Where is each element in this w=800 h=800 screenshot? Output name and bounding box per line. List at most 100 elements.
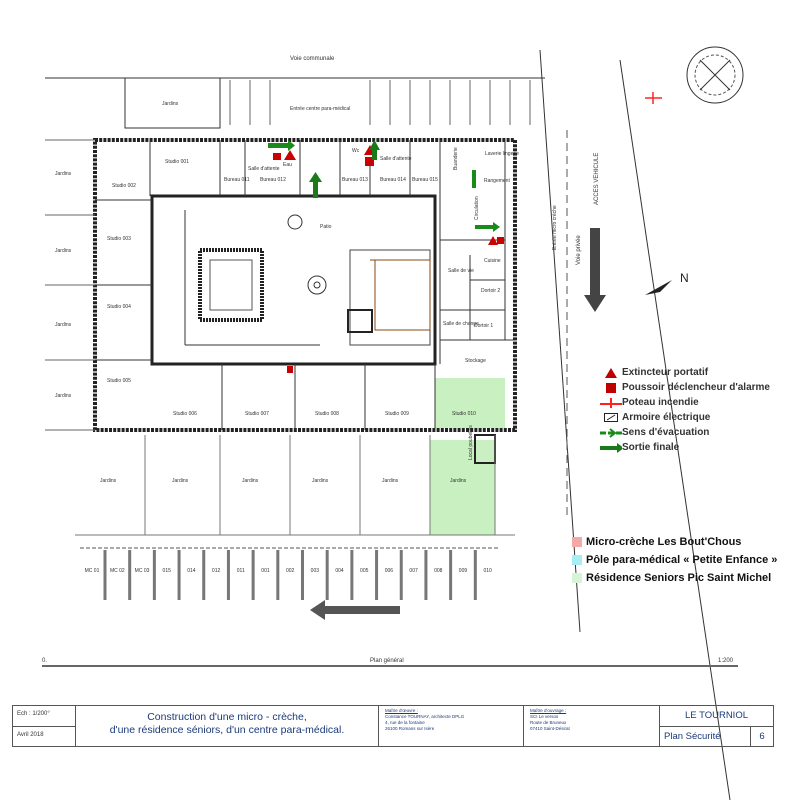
tree-icon bbox=[686, 46, 744, 104]
alarm-button-icon bbox=[600, 382, 622, 393]
room-label: Bureau 012 bbox=[260, 177, 286, 183]
legend-label: Extincteur portatif bbox=[622, 367, 709, 378]
garden-label: Jardins bbox=[55, 393, 72, 399]
site-name: LE TOURNIOL bbox=[660, 706, 773, 727]
room-label: Eau bbox=[283, 162, 292, 168]
top-parking-stripes bbox=[229, 80, 531, 125]
alarm-button-icon bbox=[497, 237, 504, 244]
garden-label: Jardins bbox=[172, 478, 189, 484]
garden-label: Jardins bbox=[312, 478, 329, 484]
final-exit-arrow-icon bbox=[600, 442, 622, 453]
parking-space-label: 004 bbox=[335, 568, 344, 574]
project-line: Construction d'une micro - crèche, bbox=[147, 711, 307, 723]
room-label: Studio 001 bbox=[165, 159, 189, 165]
room-label: Dortoir 2 bbox=[481, 288, 500, 294]
inner-courtyard bbox=[198, 248, 264, 322]
garden-label: Jardins bbox=[450, 478, 467, 484]
legend-label: Sortie finale bbox=[622, 442, 680, 453]
road-label: Voie communale bbox=[290, 56, 335, 62]
zone-swatch bbox=[572, 555, 582, 565]
road-edge bbox=[619, 59, 731, 800]
inner-courtyard-frame bbox=[209, 259, 253, 311]
parking-divider bbox=[177, 550, 181, 600]
room-label: Buanderie bbox=[453, 147, 459, 170]
project-title: Construction d'une micro - crèche, d'une… bbox=[76, 706, 379, 746]
legend-label: Poteau incendie bbox=[622, 397, 699, 408]
parking-space-label: MC 03 bbox=[135, 568, 150, 574]
parking-divider bbox=[301, 550, 304, 600]
room-label: Bureau 011 bbox=[224, 177, 250, 183]
garden-plot bbox=[124, 77, 221, 129]
north-arrow-icon bbox=[645, 280, 672, 295]
room-label: Studio 010 bbox=[452, 411, 476, 417]
zone-label: Micro-crèche Les Bout'Chous bbox=[586, 536, 742, 548]
legend-item: Extincteur portatif bbox=[600, 365, 770, 380]
final-exit-arrow-icon bbox=[268, 143, 288, 148]
owner-line: 07410 Saint-Désirat bbox=[530, 726, 570, 731]
legend-label: Sens d'évacuation bbox=[622, 427, 710, 438]
architect-heading: Maître d'œuvre : bbox=[385, 708, 418, 713]
room-label: Salle de vie bbox=[448, 268, 474, 274]
legend-item: Sens d'évacuation bbox=[600, 425, 770, 440]
parking-divider bbox=[152, 550, 156, 600]
fence bbox=[370, 259, 431, 331]
garden-label: Jardins bbox=[242, 478, 259, 484]
zone-item: Pôle para-médical « Petite Enfance » bbox=[572, 551, 777, 569]
zone-residence-garden bbox=[430, 440, 495, 535]
entree-creche-label: Entrée micro crèche bbox=[552, 205, 558, 250]
parking-divider bbox=[128, 550, 132, 600]
garden-label: Jardins bbox=[100, 478, 117, 484]
vehicle-direction-arrow bbox=[584, 228, 606, 312]
owner-line: SCI Le versos bbox=[530, 714, 559, 719]
room-label: Cuisine bbox=[484, 258, 501, 264]
date-text: Avril 2018 bbox=[17, 731, 44, 738]
garden-label: Jardins bbox=[55, 171, 72, 177]
room-label: Laverie lingerie bbox=[485, 151, 519, 157]
legend-item: Armoire électrique bbox=[600, 410, 770, 425]
fire-extinguisher-icon bbox=[284, 150, 296, 160]
parking-divider bbox=[103, 550, 107, 600]
room-label: Bureau 013 bbox=[342, 177, 368, 183]
north-label: N bbox=[680, 271, 689, 285]
garden-label: Jardins bbox=[55, 248, 72, 254]
room-label: Studio 002 bbox=[112, 183, 136, 189]
acces-vehicule-label: ACCES VEHICULE bbox=[594, 153, 600, 205]
play-area bbox=[349, 249, 431, 346]
fire-extinguisher-icon bbox=[600, 367, 622, 378]
room-label: Studio 009 bbox=[385, 411, 409, 417]
title-block: Ech : 1/200° Avril 2018 Construction d'u… bbox=[12, 705, 774, 747]
architect-info: Maître d'œuvre : Constance TOURNAY, arch… bbox=[379, 706, 524, 746]
owner-info: Maître d'ouvrage : SCI Le versos Route d… bbox=[524, 706, 660, 746]
parking-divider bbox=[473, 550, 477, 600]
alarm-button-icon bbox=[365, 157, 374, 166]
fire-hydrant-icon bbox=[645, 92, 662, 104]
parking-divider bbox=[350, 550, 354, 600]
room-label: Bureau 015 bbox=[412, 177, 438, 183]
patio-wall bbox=[150, 194, 437, 366]
parking-space-label: 007 bbox=[409, 568, 418, 574]
parking-divider bbox=[399, 550, 403, 600]
owner-line: Route de Bruneux bbox=[530, 720, 567, 725]
room-label: Studio 004 bbox=[107, 304, 131, 310]
room-label: Salle de change bbox=[443, 321, 479, 327]
parking-space-label: 003 bbox=[311, 568, 320, 574]
shed bbox=[347, 309, 373, 333]
fountain-center bbox=[313, 281, 321, 289]
room-label: Bureau 014 bbox=[380, 177, 406, 183]
garden-label: Jardins bbox=[162, 101, 179, 107]
parking-space-label: 011 bbox=[237, 568, 245, 574]
scale-text: Ech : 1/200° bbox=[13, 706, 75, 727]
parking-divider bbox=[375, 550, 379, 600]
zone-swatch bbox=[572, 573, 582, 583]
room-label: Salle d'attente bbox=[380, 156, 412, 162]
left-gardens bbox=[45, 139, 95, 431]
electrical-cabinet-icon bbox=[600, 413, 622, 422]
legend-label: Poussoir déclencheur d'alarme bbox=[622, 382, 770, 393]
parking-divider bbox=[325, 550, 329, 600]
parking-divider bbox=[276, 550, 280, 600]
evacuation-arrow-icon bbox=[600, 427, 622, 438]
tree bbox=[287, 214, 303, 230]
owner-heading: Maître d'ouvrage : bbox=[530, 708, 567, 713]
